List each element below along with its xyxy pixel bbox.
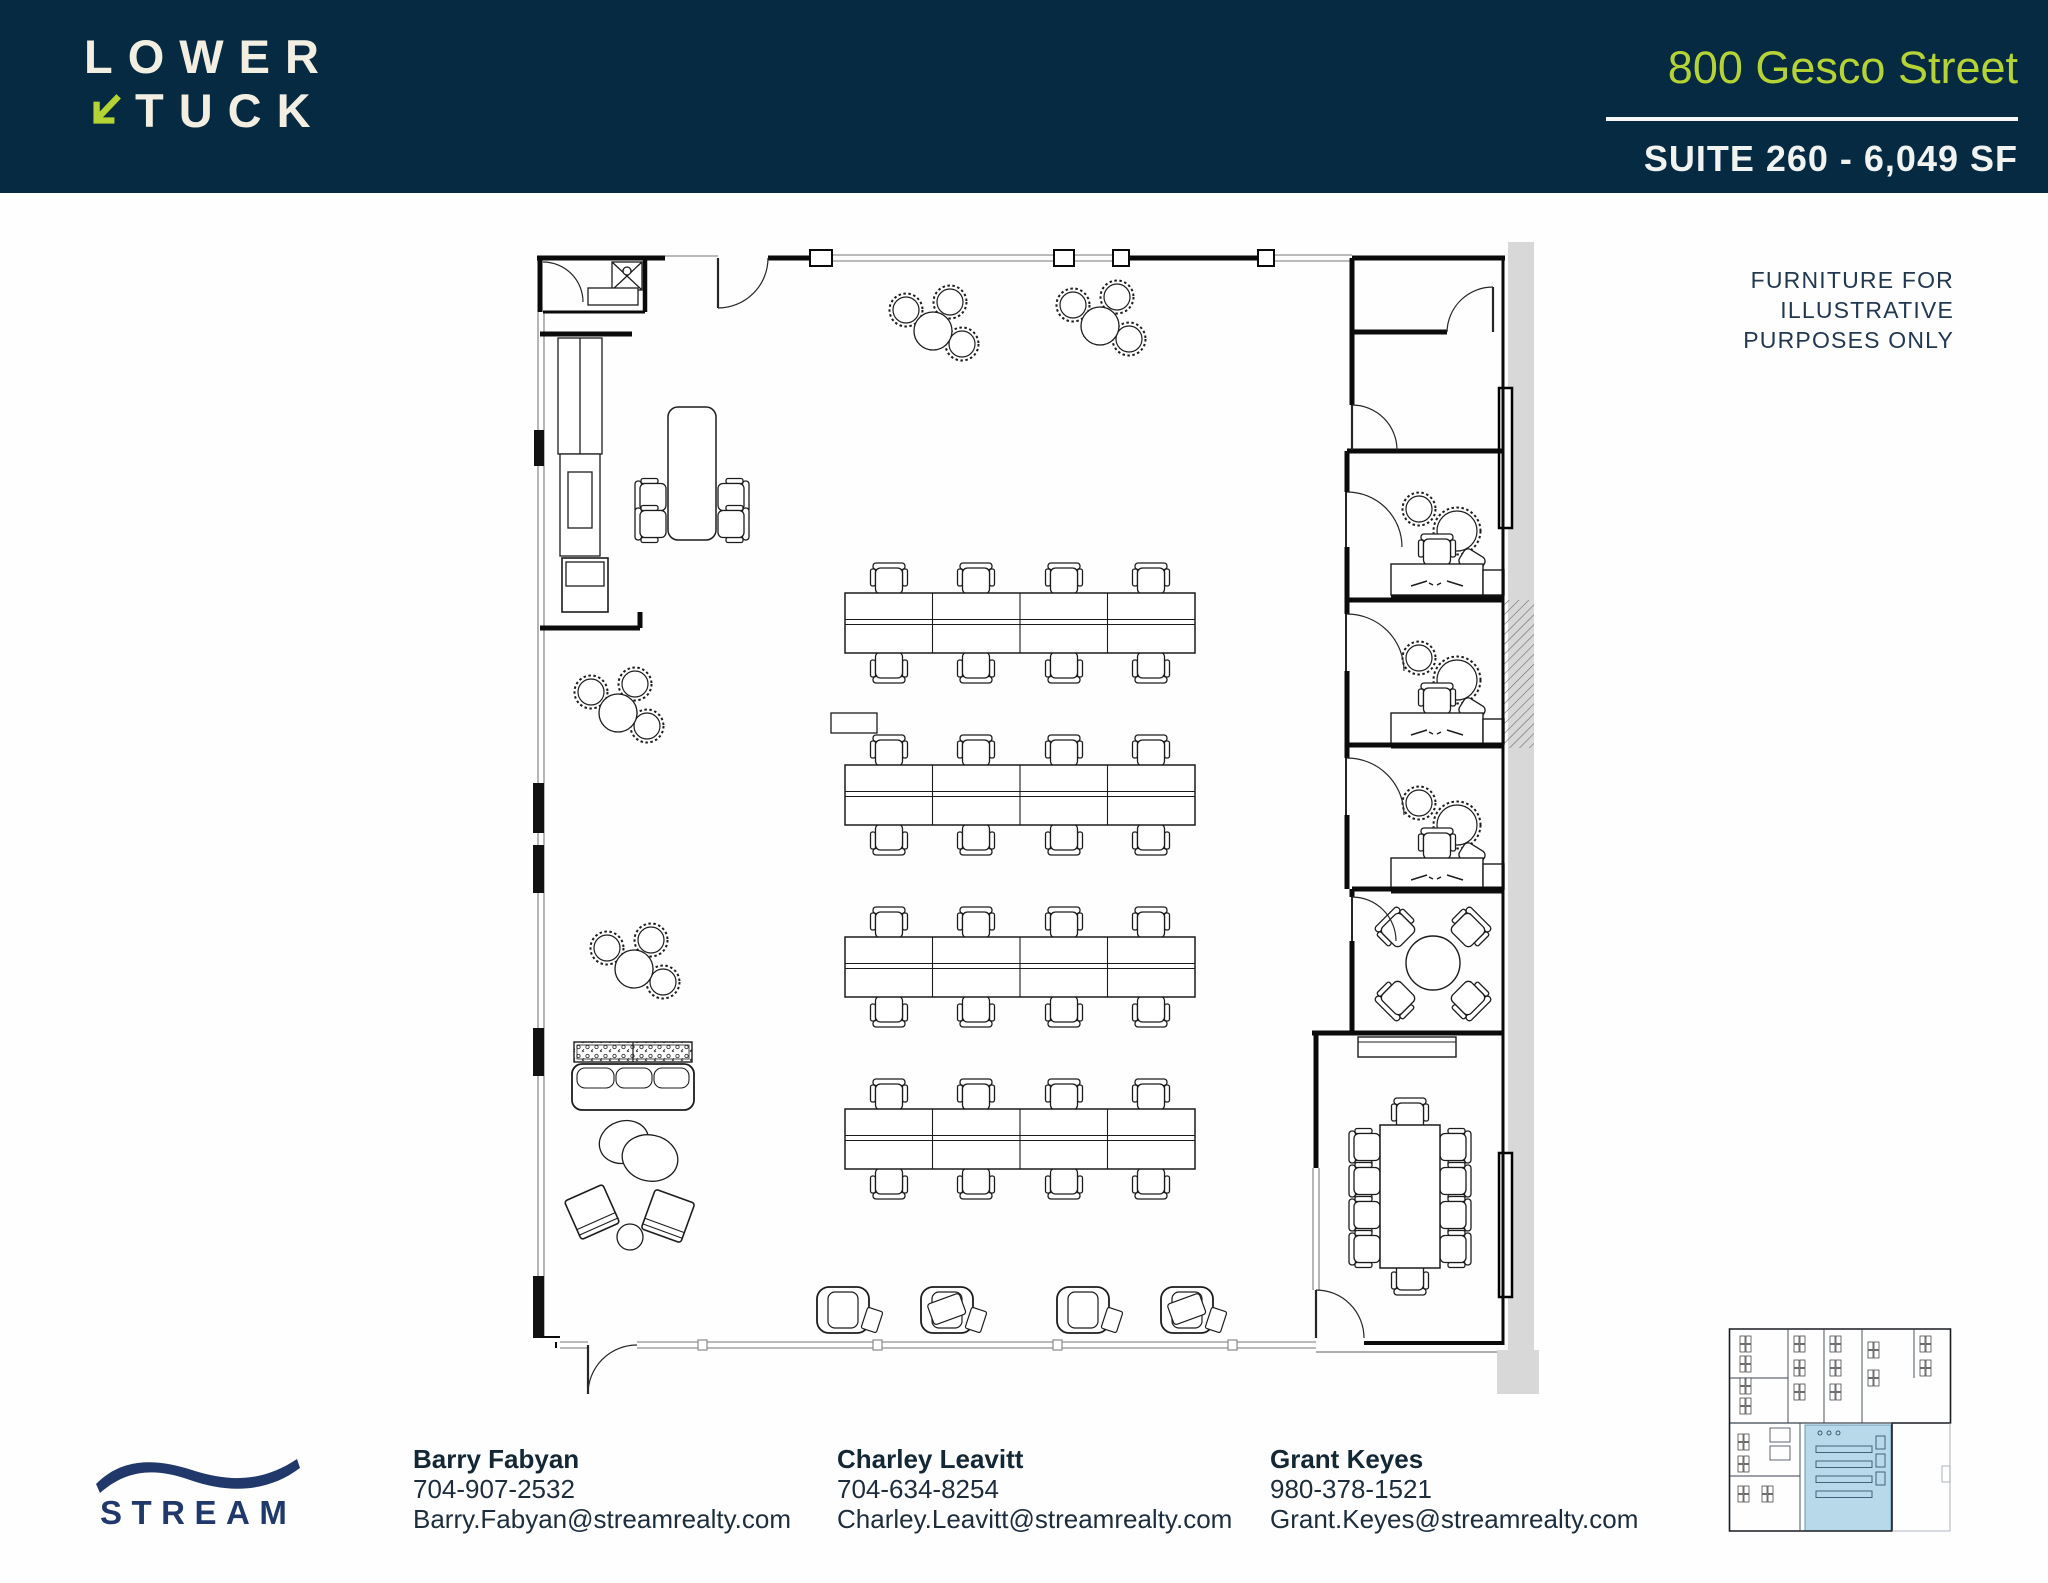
contact-email: Charley.Leavitt@streamrealty.com — [837, 1504, 1233, 1534]
key-plan-suite-desks — [1815, 1430, 1886, 1498]
contact-card: Charley Leavitt 704-634-8254 Charley.Lea… — [837, 1444, 1232, 1534]
window-mullions — [533, 430, 544, 1338]
wave-swoosh-icon — [96, 1459, 300, 1493]
contact-name: Barry Fabyan — [413, 1444, 580, 1474]
window-armchairs — [816, 1286, 1228, 1334]
pantry-area — [557, 337, 750, 613]
vestibule — [587, 261, 643, 306]
contact-name: Charley Leavitt — [837, 1444, 1024, 1474]
key-plan-suite-highlight — [1804, 1424, 1892, 1532]
disclaimer-line: PURPOSES ONLY — [1743, 327, 1954, 353]
contact-phone: 704-907-2532 — [413, 1474, 575, 1504]
header-divider — [1606, 117, 2018, 121]
furniture-disclaimer: FURNITURE FOR ILLUSTRATIVE PURPOSES ONLY — [1743, 265, 1954, 355]
logo-line1: LOWER — [84, 30, 334, 83]
floor-plan — [533, 242, 1539, 1395]
key-plan — [1728, 1328, 1952, 1532]
stream-logo: STREAM — [96, 1459, 300, 1531]
lounge-corner — [563, 1041, 696, 1251]
open-office-furniture — [830, 563, 1195, 1199]
contact-email: Grant.Keyes@streamrealty.com — [1270, 1504, 1639, 1534]
logo-line2: TUCK — [135, 83, 326, 137]
disclaimer-line: FURNITURE FOR — [1750, 267, 1954, 293]
lower-tuck-logo: LOWER TUCK — [84, 30, 334, 137]
round-table-room — [1371, 903, 1495, 1025]
property-address: 800 Gesco Street — [1667, 42, 2018, 93]
contact-card: Barry Fabyan 704-907-2532 Barry.Fabyan@s… — [413, 1444, 791, 1534]
key-plan-furniture — [1737, 1335, 1932, 1503]
contact-name: Grant Keyes — [1270, 1444, 1424, 1474]
contact-phone: 704-634-8254 — [837, 1474, 999, 1504]
contact-card: Grant Keyes 980-378-1521 Grant.Keyes@str… — [1270, 1444, 1638, 1534]
contact-email: Barry.Fabyan@streamrealty.com — [413, 1504, 791, 1534]
header-bar: LOWER TUCK 800 Gesco Street SUITE 260 - … — [0, 0, 2048, 193]
mullion-blocks — [697, 1339, 1238, 1351]
disclaimer-line: ILLUSTRATIVE — [1780, 297, 1954, 323]
stream-wordmark: STREAM — [100, 1494, 296, 1531]
doors — [542, 257, 1495, 1395]
walls — [537, 249, 1505, 1348]
arrow-down-left-icon — [93, 94, 121, 125]
contact-phone: 980-378-1521 — [1270, 1474, 1432, 1504]
suite-size: SUITE 260 - 6,049 SF — [1643, 138, 2018, 179]
private-offices — [1391, 493, 1504, 894]
